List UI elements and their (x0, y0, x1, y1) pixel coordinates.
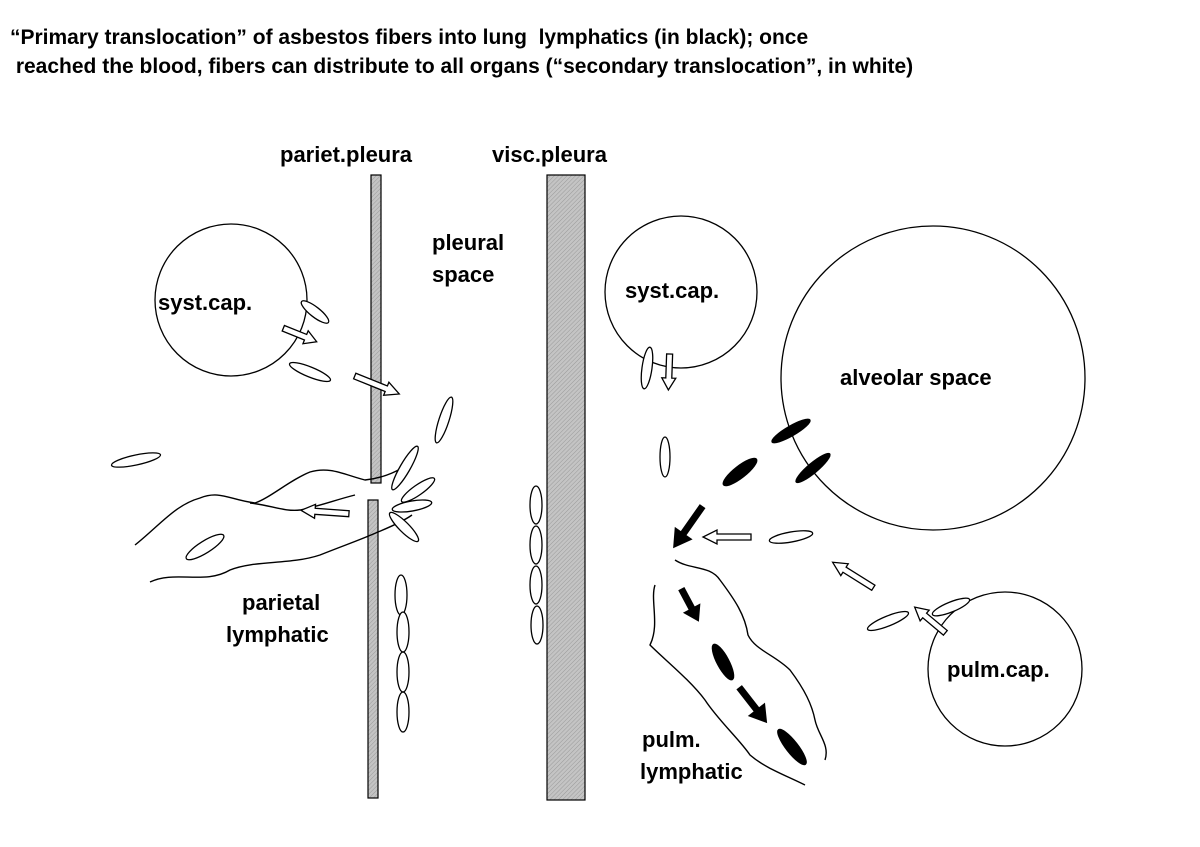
label-pleural-space-1: pleural (432, 230, 504, 255)
pulmonary-capillary-circle (927, 591, 1083, 747)
black-arrows (673, 504, 768, 724)
label-syst-cap-right: syst.cap. (625, 278, 719, 303)
black-arrow-3 (736, 685, 768, 724)
systemic-capillary-right (604, 215, 758, 369)
systemic-capillary-left (154, 223, 308, 377)
label-pulm-lymphatic-2: lymphatic (640, 759, 743, 784)
title-line-2: reached the blood, fibers can distribute… (10, 55, 914, 78)
label-alveolar-space: alveolar space (840, 365, 992, 390)
label-syst-cap-left: syst.cap. (158, 290, 252, 315)
label-pleural-space-2: space (432, 262, 494, 287)
black-arrow-2 (678, 587, 701, 622)
white-arrow-2 (352, 372, 401, 396)
white-arrow-6 (831, 561, 876, 592)
pulmonary-lymphatic-wall-left (649, 584, 806, 786)
white-arrow-5 (701, 528, 752, 546)
black-fibers (711, 418, 831, 766)
label-visc-pleura: visc.pleura (492, 142, 608, 167)
title-line-1: “Primary translocation” of asbestos fibe… (10, 26, 809, 49)
parietal-pleura-lower (367, 499, 379, 799)
parietal-pleura-upper (370, 174, 382, 484)
white-arrow-1 (281, 324, 318, 345)
white-arrow-7 (913, 606, 949, 637)
white-arrows (281, 324, 949, 637)
label-pulm-lymphatic-1: pulm. (642, 727, 701, 752)
parietal-lymphatic-inner-wall (249, 494, 356, 512)
parietal-lymphatic-wall-upper (134, 461, 413, 546)
label-parietal-lymphatic-1: parietal (242, 590, 320, 615)
label-parietal-lymphatic-2: lymphatic (226, 622, 329, 647)
visceral-pleura (546, 174, 586, 801)
alveolar-space-circle (780, 225, 1086, 531)
pulmonary-lymphatic-wall-right (674, 559, 827, 761)
black-arrow-1 (673, 504, 706, 549)
white-arrow-4 (660, 353, 677, 392)
white-arrow-3 (299, 503, 350, 520)
parietal-lymphatic-wall-lower (149, 514, 413, 583)
white-fibers (110, 300, 971, 733)
label-pariet-pleura: pariet.pleura (280, 142, 413, 167)
label-pulm-cap: pulm.cap. (947, 657, 1050, 682)
